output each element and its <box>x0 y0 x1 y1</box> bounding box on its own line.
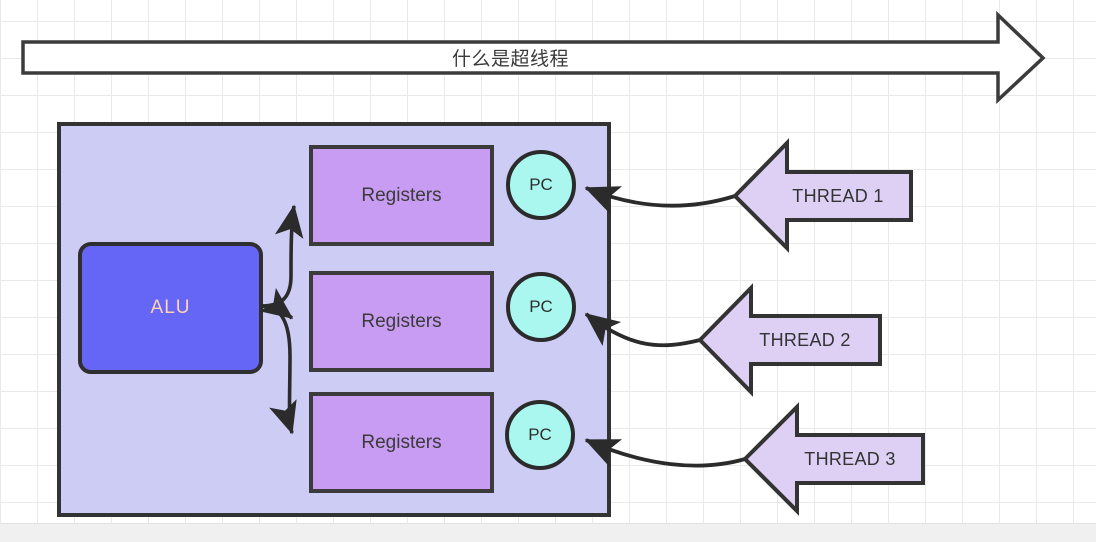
registers-box-3[interactable] <box>309 392 494 493</box>
pc-circle-2[interactable] <box>506 272 576 342</box>
alu-box[interactable] <box>78 242 263 374</box>
connector-alu-to-registers-3 <box>260 304 297 435</box>
pc-circle-1[interactable] <box>506 150 576 220</box>
footer-band <box>0 523 1096 542</box>
connector-thread2-to-pc2 <box>584 312 701 348</box>
connector-thread3-to-pc3 <box>584 438 746 468</box>
registers-box-2[interactable] <box>309 271 494 372</box>
thread-arrow-3[interactable] <box>742 402 925 516</box>
pc-circle-3[interactable] <box>505 400 575 470</box>
title-banner-arrow <box>21 10 1046 105</box>
thread-arrow-2[interactable] <box>697 283 882 397</box>
registers-box-1[interactable] <box>309 145 494 246</box>
connector-thread1-to-pc1 <box>584 186 736 215</box>
thread-arrow-1[interactable] <box>732 138 913 253</box>
